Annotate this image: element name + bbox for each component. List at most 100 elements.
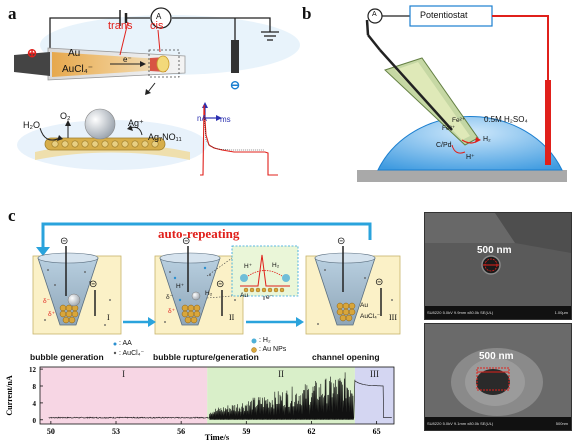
trace-y-label: nA	[197, 114, 207, 123]
potentiostat-label: Potentiostat	[420, 10, 468, 20]
legend-au-np: : Au NPs	[259, 346, 287, 353]
current-trace-a	[200, 102, 278, 176]
inset-hplus: H⁺	[244, 263, 253, 270]
inset-electron: e⁻	[266, 294, 274, 301]
sem-top-footer: SU8220 5.0kV 9.9mm x80.0k SE(UL)	[427, 310, 494, 315]
y-tick-label-1: 4	[33, 400, 37, 408]
trans-electrode	[14, 52, 50, 76]
x-axis-label: Time/s	[205, 432, 230, 441]
ammeter-a-icon	[150, 7, 172, 29]
ag-plus-label: Ag⁺	[128, 118, 144, 128]
y-tick-label-0: 0	[33, 417, 37, 425]
region-label-2: II	[278, 369, 284, 379]
inset-au: Au	[240, 292, 248, 299]
region-label-3: III	[370, 369, 379, 379]
cis-label: cis	[150, 20, 164, 32]
au-np-cluster-2	[181, 304, 201, 324]
pipette-solution	[52, 52, 160, 77]
delta-minus-2: δ⁻	[166, 294, 174, 301]
stage-label-1: bubble generation	[30, 352, 104, 362]
legend-aa-dot	[113, 342, 117, 346]
aucl4-label-3: AuCl₄⁻	[360, 313, 381, 320]
panel-b-schematic	[357, 5, 567, 182]
h2-bubble-1	[67, 293, 81, 307]
fe3-label: Fe³⁺	[442, 125, 456, 132]
sem-bottom-scalebar: 500nm	[555, 421, 568, 426]
sem-bottom-footer: SU8220 5.0kV 9.1mm x80.0k SE(UL)	[427, 421, 494, 426]
x-tick-label-4: 62	[307, 427, 315, 436]
h2-bubble-2	[191, 291, 201, 301]
electrode-icon-2: ⊝	[216, 279, 225, 290]
y-axis-label: Current/nA	[5, 375, 14, 416]
h2-label-2: H₂	[205, 290, 213, 297]
panel-c-letter: c	[8, 206, 16, 225]
legend-aucl4-dot	[113, 351, 117, 355]
legend-au-np-dot	[251, 347, 257, 353]
electrolyte-label: 0.5M H₂SO₄	[484, 115, 528, 124]
minus-icon: ⊖	[230, 78, 241, 92]
au-label: Au	[68, 48, 81, 59]
delta-minus-1: δ⁻	[43, 298, 51, 305]
x-tick-label-3: 59	[242, 427, 250, 436]
y-tick-label-3: 12	[29, 366, 37, 374]
ammeter-b-label: A	[372, 11, 377, 18]
region-1	[40, 367, 208, 424]
oxygen-bubble	[84, 108, 116, 140]
delta-plus-2: δ⁺	[168, 308, 176, 315]
cis-electrode	[231, 40, 239, 73]
working-electrode-wire	[379, 49, 453, 131]
legend-aa: : AA	[119, 340, 132, 347]
h2-label-b: H₂	[483, 136, 491, 143]
current-trace	[48, 372, 392, 420]
electrode-icon-3: ⊝	[375, 277, 384, 288]
region-3	[354, 367, 394, 424]
x-tick-label-5: 65	[373, 427, 381, 436]
stage-numeral-3: III	[389, 313, 397, 322]
x-tick-label-0: 50	[47, 427, 55, 436]
aucl4-label: AuCl₄⁻	[62, 64, 94, 75]
stage-label-2: bubble rupture/generation	[153, 352, 259, 362]
panel-a-letter: a	[8, 4, 17, 23]
stage-label-3: channel opening	[312, 352, 380, 362]
delta-plus-1: δ⁺	[48, 311, 56, 318]
ground-icon-2: ⊝	[182, 236, 191, 247]
inset-box	[231, 245, 299, 297]
ground-icon-3: ⊝	[337, 236, 346, 247]
stage-numeral-2: II	[229, 313, 235, 322]
circuit-wire-left	[49, 17, 120, 55]
sem-image-bottom: 500 nm SU8220 5.0kV 9.1mm x80.0k SE(UL) 5…	[424, 323, 572, 431]
region-label-1: I	[122, 369, 125, 379]
hplus-label-b: H⁺	[466, 154, 475, 161]
ag7no11-label: Ag₇NO₁₁	[148, 132, 182, 142]
auto-repeating-title: auto-repeating	[158, 226, 240, 241]
electron-label: e⁻	[123, 55, 132, 64]
hplus-label-2: H⁺	[176, 283, 185, 290]
o2-label: O₂	[60, 111, 71, 121]
ammeter-a-label: A	[156, 12, 162, 21]
inset-h2: H₂	[272, 262, 280, 269]
au-label-3: Au	[360, 302, 368, 309]
electrode-icon-1: ⊝	[89, 279, 98, 290]
fe2-label: Fe²⁺	[452, 117, 466, 124]
trans-label: trans	[108, 20, 133, 32]
panel-b-letter: b	[302, 4, 312, 23]
counter-electrode	[545, 80, 551, 165]
au-np-cluster-3	[336, 302, 356, 322]
au-bubble	[156, 55, 170, 73]
sem-image-top: 500 nm SU8220 5.0kV 9.9mm x80.0k SE(UL)1…	[424, 212, 572, 320]
ground-icon-1: ⊝	[60, 236, 69, 247]
x-tick-label-2: 56	[177, 427, 185, 436]
cpd-label: C/Pd	[436, 142, 452, 149]
trace-x-label: ms	[220, 115, 231, 124]
sem-bottom-scale-label: 500 nm	[479, 351, 514, 362]
zoom-box	[148, 49, 180, 78]
legend-h2: : H₂	[259, 337, 271, 344]
legend-h2-dot	[251, 338, 257, 344]
sem-top-scale-label: 500 nm	[477, 245, 512, 256]
plot-frame	[39, 366, 395, 425]
au-np-cluster-1	[59, 304, 79, 324]
auto-repeat-loop	[41, 222, 372, 250]
legend-aucl4: : AuCl₄⁻	[119, 350, 145, 357]
plus-icon: ⊕	[27, 46, 38, 60]
